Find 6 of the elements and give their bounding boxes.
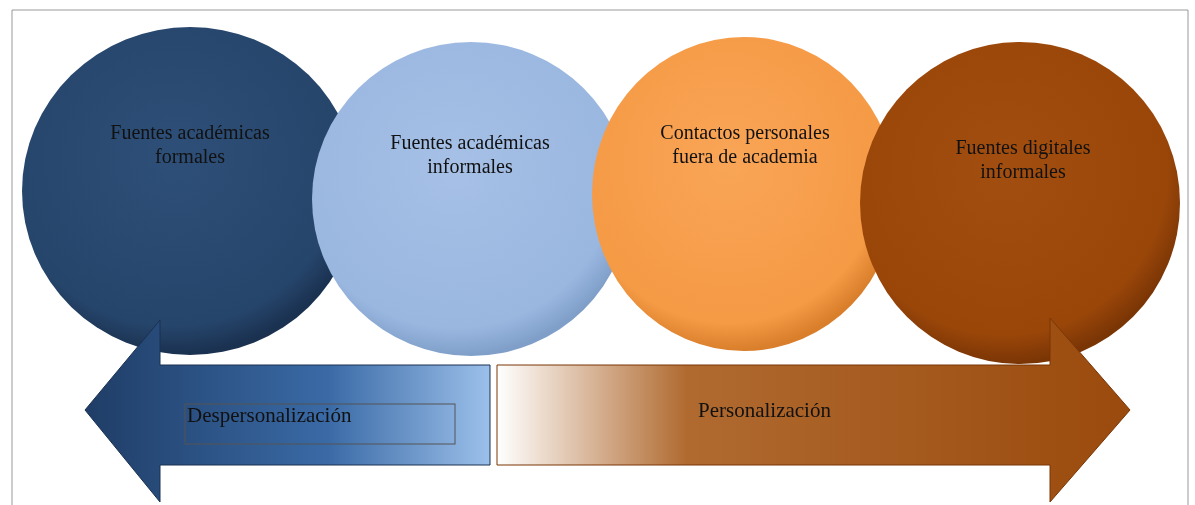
circle-text: Fuentes académicas formales [109, 120, 271, 168]
circle-text: Contactos personales fuera de academia [660, 120, 830, 168]
arrow-label: Personalización [698, 398, 831, 423]
arrow-label: Despersonalización [187, 403, 352, 428]
circle-text: Fuentes digitales informales [954, 135, 1092, 183]
circle-text: Fuentes académicas informales [389, 130, 551, 178]
